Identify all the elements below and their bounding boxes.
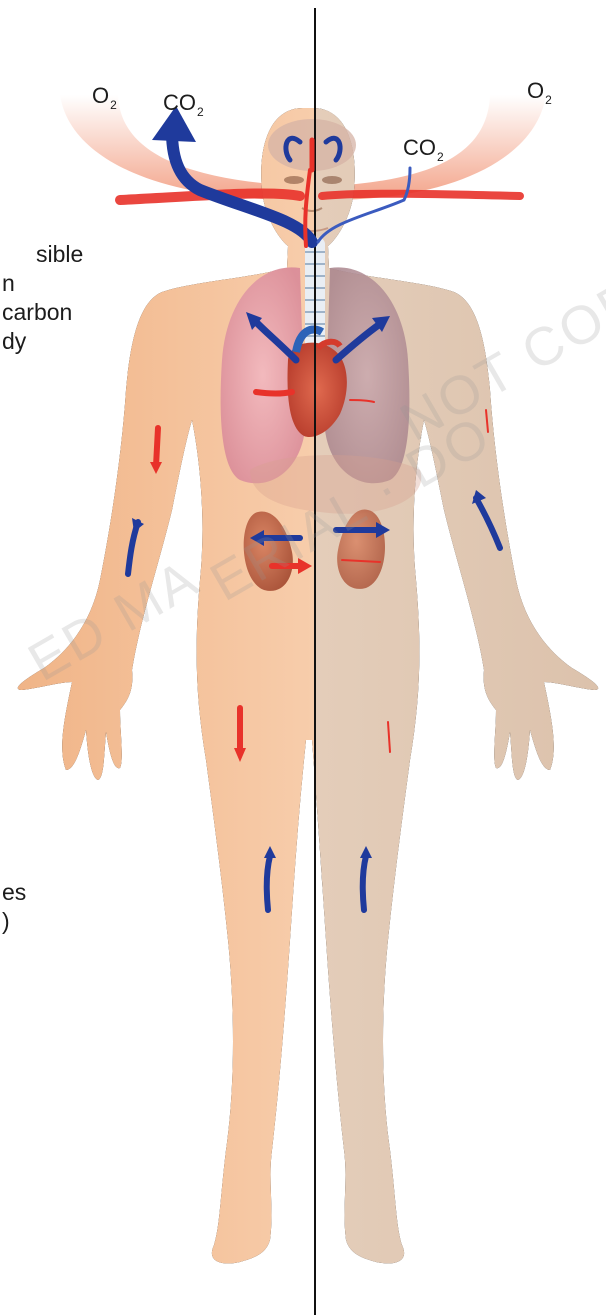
side-text-upper: sible n carbon dy bbox=[0, 240, 83, 356]
o2-left-label: O2 bbox=[92, 85, 117, 111]
side-text-lower: es ) bbox=[2, 878, 26, 936]
co2-left-label: CO2 bbox=[163, 92, 204, 118]
co2-right-label: CO2 bbox=[403, 137, 444, 163]
o2-right-label: O2 bbox=[527, 80, 552, 106]
